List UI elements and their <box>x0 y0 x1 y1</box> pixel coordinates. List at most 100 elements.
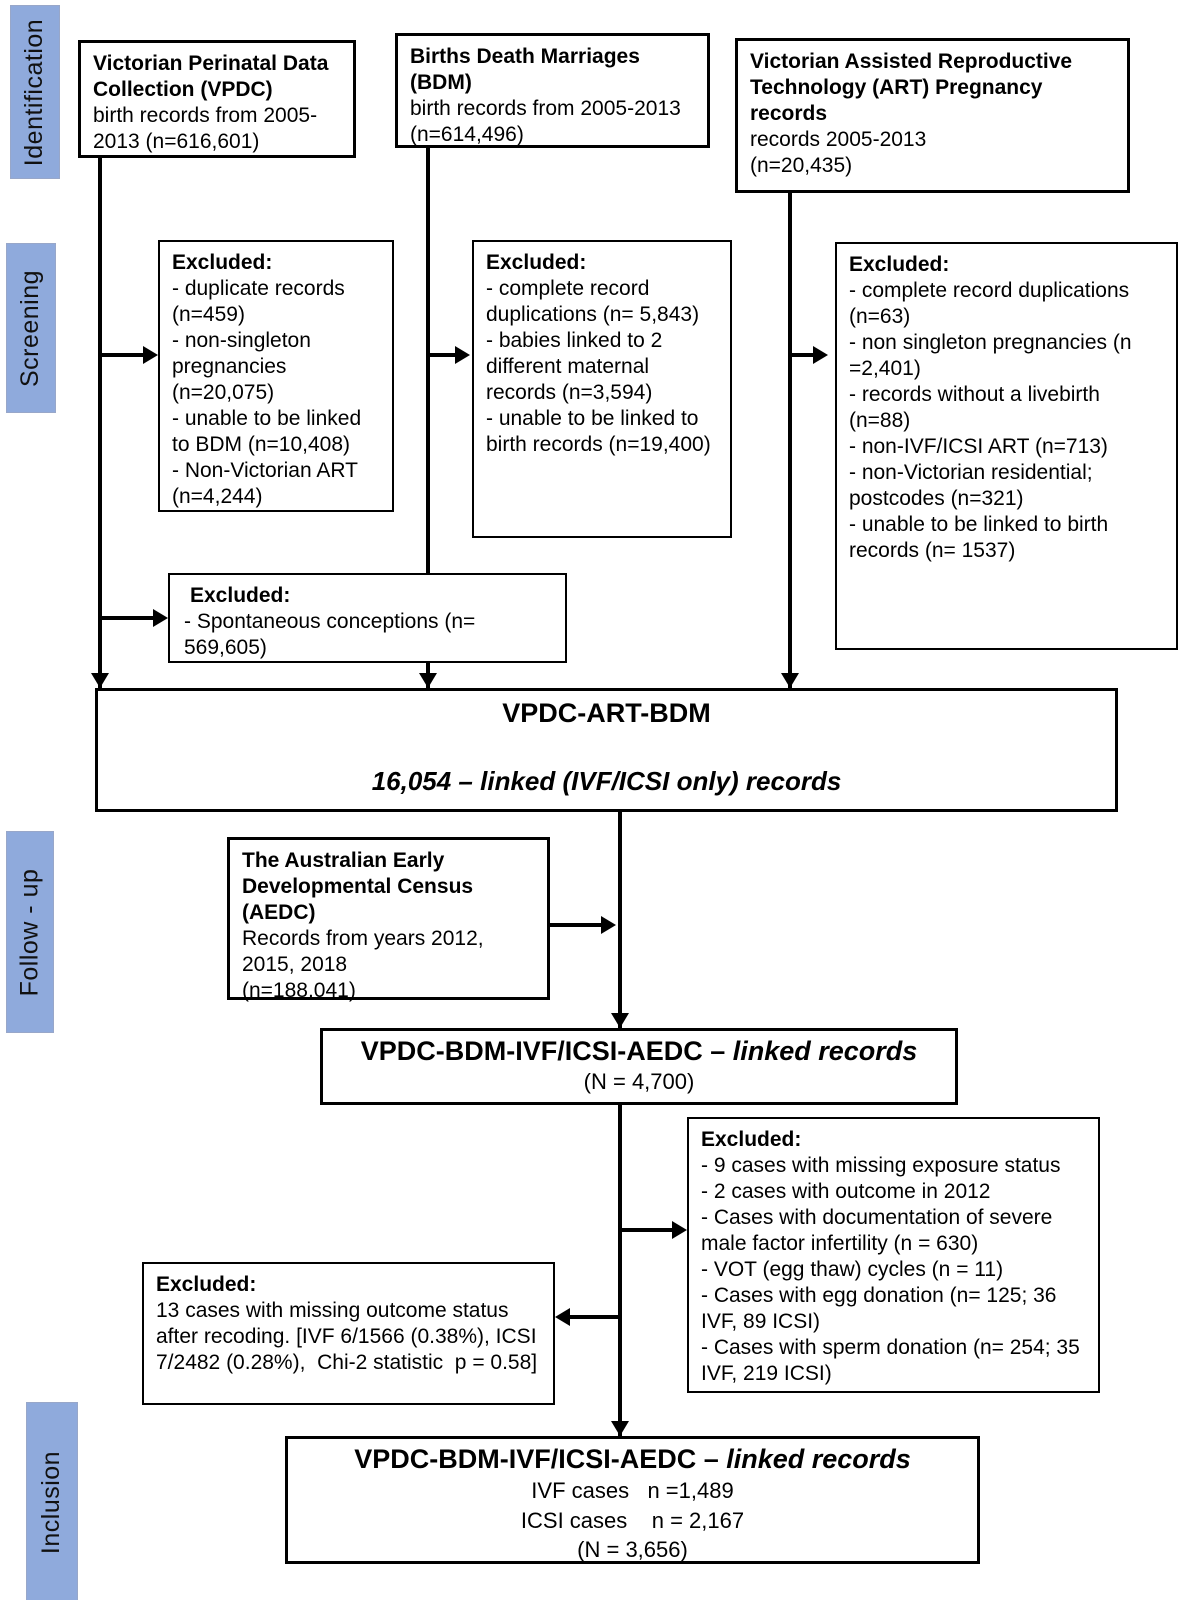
aedc-title: The Australian Early Developmental Censu… <box>242 849 474 925</box>
arrowhead-bdm-excluded <box>455 346 470 364</box>
linked-box-vpdc-art-bdm: VPDC-ART-BDM 16,054 – linked (IVF/ICSI o… <box>95 688 1118 812</box>
stage-label-followup: Follow - up <box>6 831 54 1033</box>
vpdc-art-bdm-count: 16,054 – linked (IVF/ICSI only) records <box>371 765 842 796</box>
excluded-item: - Cases with egg donation (n= 125; 36 IV… <box>701 1284 1057 1334</box>
arrowhead-vpdc-excluded <box>143 346 158 364</box>
excluded-item: - complete record duplications (n= 5,843… <box>486 277 700 327</box>
excluded-item: - duplicate records (n=459) <box>172 277 345 327</box>
excluded-followup-header: Excluded: <box>701 1128 802 1151</box>
connector-followup-excluded <box>620 1228 676 1232</box>
excluded-item: - Non-Victorian ART (n=4,244) <box>172 459 358 509</box>
excluded-item: - Spontaneous conceptions (n= 569,605) <box>184 610 476 660</box>
arrowhead-to-final <box>611 1421 629 1436</box>
excluded-item: - non singleton pregnancies (n =2,401) <box>849 331 1132 381</box>
excluded-item: - 2 cases with outcome in 2012 <box>701 1180 991 1204</box>
excluded-vpdc-items: - duplicate records (n=459)- non-singlet… <box>172 276 380 510</box>
excluded-art-items: - complete record duplications (n=63)- n… <box>849 278 1164 564</box>
art-body-line: records 2005-2013 <box>750 128 927 152</box>
arrowhead-outcome-excluded <box>555 1308 570 1326</box>
excluded-item: - complete record duplications (n=63) <box>849 279 1130 329</box>
arrowhead-vpdc-to-linked <box>91 673 109 688</box>
final-title-italic: linked records <box>726 1444 911 1474</box>
excluded-art-header: Excluded: <box>849 253 950 276</box>
excluded-item: - non-singleton pregnancies (n=20,075) <box>172 329 311 405</box>
linked-box-aedc: VPDC-BDM-IVF/ICSI-AEDC – linked records … <box>320 1028 958 1105</box>
arrowhead-to-aedc-linked <box>611 1013 629 1028</box>
excluded-box-followup: Excluded: - 9 cases with missing exposur… <box>687 1117 1100 1393</box>
excluded-bdm-header: Excluded: <box>486 251 587 274</box>
aedc-body-line: (n=188,041) <box>242 979 356 1003</box>
art-body-line: (n=20,435) <box>750 154 853 178</box>
source-box-bdm: Births Death Marriages (BDM) birth recor… <box>395 33 710 148</box>
bdm-body: birth records from 2005-2013 (n=614,496) <box>410 96 695 148</box>
connector-vpdc-excluded <box>98 353 148 357</box>
connector-aedc-join <box>550 923 606 927</box>
excluded-item: - Cases with sperm donation (n= 254; 35 … <box>701 1336 1080 1386</box>
bdm-title: Births Death Marriages (BDM) <box>410 45 640 95</box>
final-line: ICSI cases n = 2,167 <box>520 1507 745 1533</box>
vpdc-title: Victorian Perinatal Data Collection (VPD… <box>93 52 329 102</box>
excluded-vpdc-header: Excluded: <box>172 251 273 274</box>
excluded-item: - records without a livebirth (n=88) <box>849 383 1100 433</box>
stage-label-inclusion-text: Inclusion <box>37 1450 66 1554</box>
excluded-spontaneous-items: - Spontaneous conceptions (n= 569,605) <box>184 609 551 661</box>
excluded-outcome-body: 13 cases with missing outcome status aft… <box>156 1299 543 1375</box>
arrowhead-art-excluded <box>813 346 828 364</box>
excluded-followup-items: - 9 cases with missing exposure status- … <box>701 1153 1086 1387</box>
final-title-plain: VPDC-BDM-IVF/ICSI-AEDC – <box>354 1444 727 1474</box>
excluded-bdm-items: - complete record duplications (n= 5,843… <box>486 276 718 458</box>
excluded-item: - VOT (egg thaw) cycles (n = 11) <box>701 1258 1004 1282</box>
connector-bdm-down <box>426 148 430 688</box>
connector-art-down <box>788 193 792 688</box>
aedc-body-line: Records from years 2012, 2015, 2018 <box>242 927 484 977</box>
excluded-item: - babies linked to 2 different maternal … <box>486 329 663 405</box>
stage-label-identification-text: Identification <box>20 18 49 166</box>
source-box-vpdc: Victorian Perinatal Data Collection (VPD… <box>78 40 356 158</box>
excluded-box-art: Excluded: - complete record duplications… <box>835 242 1178 650</box>
stage-label-screening-text: Screening <box>16 269 45 387</box>
source-box-aedc: The Australian Early Developmental Censu… <box>227 837 550 1002</box>
connector-linked-down-2 <box>618 1105 622 1436</box>
connector-art-excluded <box>790 353 818 357</box>
excluded-item: - 9 cases with missing exposure status <box>701 1154 1061 1178</box>
excluded-box-outcome: Excluded: 13 cases with missing outcome … <box>142 1262 555 1405</box>
final-box: VPDC-BDM-IVF/ICSI-AEDC – linked records … <box>285 1436 980 1564</box>
stage-label-identification: Identification <box>10 5 60 179</box>
arrowhead-bdm-to-linked <box>419 673 437 688</box>
connector-linked-down-1 <box>618 812 622 1028</box>
excluded-outcome-header: Excluded: <box>156 1273 257 1296</box>
final-title: VPDC-BDM-IVF/ICSI-AEDC – linked records <box>296 1443 969 1476</box>
arrowhead-spontaneous-excluded <box>153 609 168 627</box>
arrowhead-art-to-linked <box>781 673 799 688</box>
excluded-spontaneous-header: Excluded: <box>190 584 291 607</box>
aedc-linked-title-plain: VPDC-BDM-IVF/ICSI-AEDC – <box>360 1036 733 1066</box>
connector-outcome-excluded <box>566 1315 620 1319</box>
stage-label-screening: Screening <box>6 243 56 413</box>
excluded-box-bdm: Excluded: - complete record duplications… <box>472 240 732 538</box>
connector-bdm-excluded <box>428 353 460 357</box>
art-title: Victorian Assisted Reproductive Technolo… <box>750 50 1073 126</box>
excluded-item: - Cases with documentation of severe mal… <box>701 1206 1053 1256</box>
excluded-box-vpdc: Excluded: - duplicate records (n=459)- n… <box>158 240 394 512</box>
aedc-linked-title: VPDC-BDM-IVF/ICSI-AEDC – linked records <box>329 1035 949 1068</box>
vpdc-body: birth records from 2005-2013 (n=616,601) <box>93 103 341 155</box>
stage-label-followup-text: Follow - up <box>15 868 44 996</box>
art-body: records 2005-2013(n=20,435) <box>750 127 1115 179</box>
connector-spontaneous-excluded <box>98 616 158 620</box>
connector-vpdc-down <box>98 158 102 688</box>
final-line: IVF cases n =1,489 <box>531 1478 734 1504</box>
aedc-body: Records from years 2012, 2015, 2018(n=18… <box>242 926 535 1004</box>
aedc-linked-title-italic: linked records <box>732 1036 918 1066</box>
excluded-item: - non-Victorian residential; postcodes (… <box>849 461 1093 511</box>
bdm-body-line: birth records from 2005-2013 (n=614,496) <box>410 97 681 147</box>
excluded-item: - non-IVF/ICSI ART (n=713) <box>849 435 1108 459</box>
excluded-item: - unable to be linked to BDM (n=10,408) <box>172 407 362 457</box>
excluded-box-spontaneous: Excluded: - Spontaneous conceptions (n= … <box>168 573 567 663</box>
arrowhead-aedc-join <box>601 916 616 934</box>
source-box-art: Victorian Assisted Reproductive Technolo… <box>735 38 1130 193</box>
stage-label-inclusion: Inclusion <box>26 1402 78 1600</box>
arrowhead-followup-excluded <box>672 1221 687 1239</box>
excluded-item: - unable to be linked to birth records (… <box>486 407 711 457</box>
excluded-item: - unable to be linked to birth records (… <box>849 513 1109 563</box>
